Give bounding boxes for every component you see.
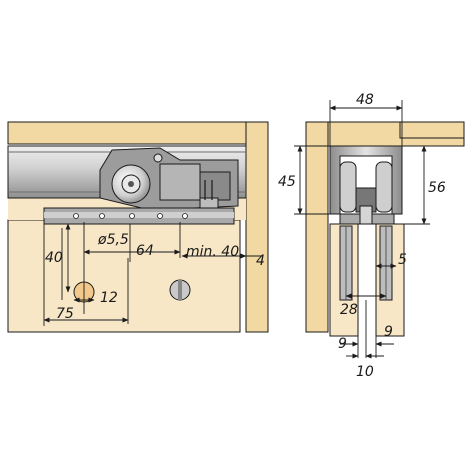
dim-9-left-label: 9 xyxy=(338,336,347,352)
front-mounting-plate xyxy=(43,207,235,225)
front-door-panel xyxy=(7,219,241,333)
side-wall-right xyxy=(399,121,465,139)
front-trolley xyxy=(99,147,239,213)
front-view: ø5,5 64 min. 40 4 40 12 75 xyxy=(7,121,269,333)
dim-12-label: 12 xyxy=(100,290,118,306)
side-view: 48 45 56 5 28 9 9 10 xyxy=(278,92,465,380)
front-ceiling-beam xyxy=(7,121,247,145)
dim-40-label: 40 xyxy=(45,250,63,266)
dim-48-label: 48 xyxy=(356,92,374,108)
dim-28-label: 28 xyxy=(340,302,358,318)
front-wall-post xyxy=(245,121,269,333)
dim-64-label: 64 xyxy=(136,243,154,259)
dim-56-label: 56 xyxy=(428,180,446,196)
dim-9-right-label: 9 xyxy=(384,324,393,340)
dim-5-label: 5 xyxy=(398,252,407,268)
dim-min40-label: min. 40 xyxy=(186,244,239,260)
dim-diameter-label: ø5,5 xyxy=(97,232,129,248)
side-wall-left xyxy=(305,121,329,333)
dim-10-label: 10 xyxy=(356,364,374,380)
dim-75-label: 75 xyxy=(56,306,74,322)
dim-4-label: 4 xyxy=(256,253,265,269)
dim-45-label: 45 xyxy=(278,174,296,190)
